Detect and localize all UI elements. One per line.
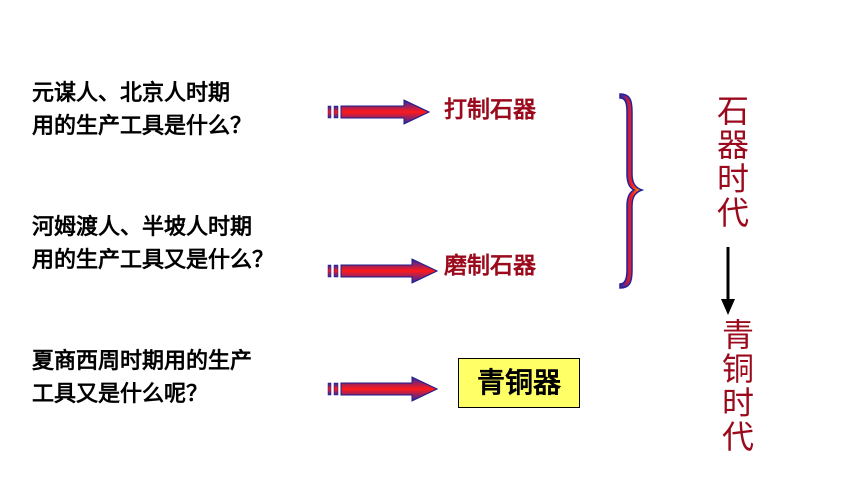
question-3-line-2: 工具又是什么呢？ bbox=[32, 382, 209, 407]
era-1-char-3: 时 bbox=[716, 160, 749, 198]
question-2-line-2: 用的生产工具又是什么？ bbox=[32, 248, 275, 273]
question-2-line-1: 河姆渡人、半坡人时期 bbox=[32, 215, 253, 240]
question-1: 元谋人、北京人时期 用的生产工具是什么？ bbox=[32, 77, 252, 143]
era-2-char-4: 代 bbox=[721, 418, 754, 456]
arrow-right-icon-3 bbox=[327, 376, 438, 402]
era-1-char-4: 代 bbox=[716, 194, 749, 232]
question-1-line-2: 用的生产工具是什么？ bbox=[32, 114, 253, 139]
answer-2: 磨制石器 bbox=[444, 253, 536, 279]
era-1-label: 石 器 时 代 bbox=[713, 94, 753, 230]
era-2-label: 青 铜 时 代 bbox=[718, 318, 758, 454]
era-2-char-3: 时 bbox=[721, 384, 754, 422]
era-1-char-2: 器 bbox=[716, 126, 749, 164]
era-2-char-2: 铜 bbox=[721, 350, 754, 388]
answer-3-highlight: 青铜器 bbox=[458, 358, 580, 408]
era-1-char-1: 石 bbox=[716, 92, 749, 130]
curly-brace-icon bbox=[619, 93, 645, 289]
answer-1: 打制石器 bbox=[444, 97, 536, 123]
question-3: 夏商西周时期用的生产 工具又是什么呢？ bbox=[32, 345, 252, 411]
question-2: 河姆渡人、半坡人时期 用的生产工具又是什么？ bbox=[32, 211, 274, 277]
arrow-down-icon bbox=[721, 247, 735, 315]
question-3-line-1: 夏商西周时期用的生产 bbox=[32, 349, 253, 374]
arrow-right-icon-1 bbox=[327, 99, 430, 125]
era-2-char-1: 青 bbox=[721, 316, 754, 354]
arrow-right-icon-2 bbox=[327, 258, 438, 284]
question-1-line-1: 元谋人、北京人时期 bbox=[32, 81, 231, 106]
